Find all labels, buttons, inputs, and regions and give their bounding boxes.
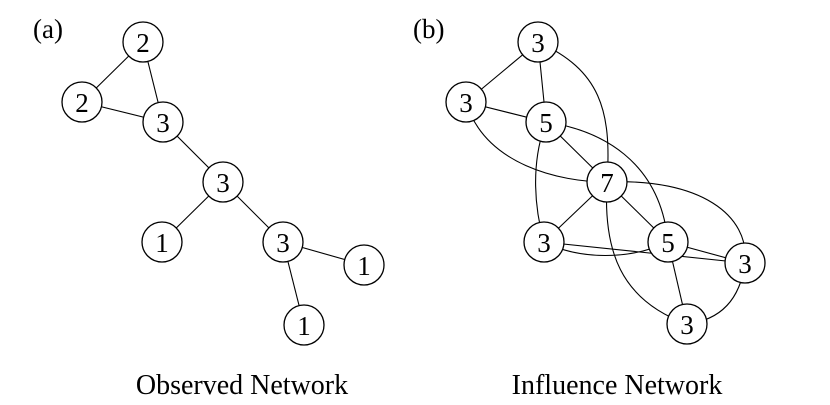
node-degree-label: 5 (539, 108, 553, 138)
node-circle (142, 101, 184, 143)
node-degree-label: 1 (297, 311, 311, 341)
observed-node-o8: 1 (283, 304, 325, 346)
node-circle (343, 244, 385, 286)
node-circle (647, 221, 689, 263)
node-degree-label: 3 (738, 249, 752, 279)
node-circle (724, 242, 766, 284)
node-degree-label: 3 (156, 108, 170, 138)
influence-edge-i1-i4 (537, 41, 609, 183)
node-degree-label: 7 (600, 168, 614, 198)
node-circle (586, 161, 628, 203)
node-degree-label: 2 (136, 28, 150, 58)
influence-edge-i5-i7 (543, 241, 746, 264)
node-degree-label: 3 (537, 228, 551, 258)
influence-node-i7: 3 (724, 242, 766, 284)
observed-node-o4: 3 (202, 161, 244, 203)
node-degree-label: 2 (75, 88, 89, 118)
influence-node-i1: 3 (517, 21, 559, 63)
influence-edge-i4-i8 (605, 181, 688, 325)
node-circle (523, 221, 565, 263)
observed-network-caption: Observed Network (136, 370, 348, 401)
panel-label-a: (a) (33, 14, 63, 44)
node-circle (262, 221, 304, 263)
node-circle (525, 101, 567, 143)
observed-node-o1: 2 (122, 21, 164, 63)
influence-node-i5: 3 (523, 221, 565, 263)
influence-node-i6: 5 (647, 221, 689, 263)
node-degree-label: 3 (680, 310, 694, 340)
observed-node-o5: 1 (141, 221, 183, 263)
observed-node-o2: 2 (61, 81, 103, 123)
influence-network-caption: Influence Network (512, 370, 723, 401)
influence-node-i8: 3 (666, 303, 708, 345)
node-circle (666, 303, 708, 345)
node-degree-label: 3 (531, 28, 545, 58)
observed-network-nodes: 2 2 3 3 1 3 1 1 (61, 21, 385, 346)
node-circle (122, 21, 164, 63)
influence-node-i3: 5 (525, 101, 567, 143)
node-degree-label: 5 (661, 228, 675, 258)
node-circle (283, 304, 325, 346)
node-circle (61, 81, 103, 123)
node-circle (202, 161, 244, 203)
node-circle (445, 81, 487, 123)
node-degree-label: 1 (155, 228, 169, 258)
node-degree-label: 3 (459, 88, 473, 118)
node-degree-label: 1 (357, 251, 371, 281)
panel-label-b: (b) (413, 14, 444, 44)
node-degree-label: 3 (276, 228, 290, 258)
observed-node-o3: 3 (142, 101, 184, 143)
node-circle (517, 21, 559, 63)
observed-node-o7: 1 (343, 244, 385, 286)
influence-node-i2: 3 (445, 81, 487, 123)
influence-network-nodes: 3 3 5 7 3 5 3 3 (445, 21, 766, 345)
influence-node-i4: 7 (586, 161, 628, 203)
node-degree-label: 3 (216, 168, 230, 198)
node-circle (141, 221, 183, 263)
observed-node-o6: 3 (262, 221, 304, 263)
